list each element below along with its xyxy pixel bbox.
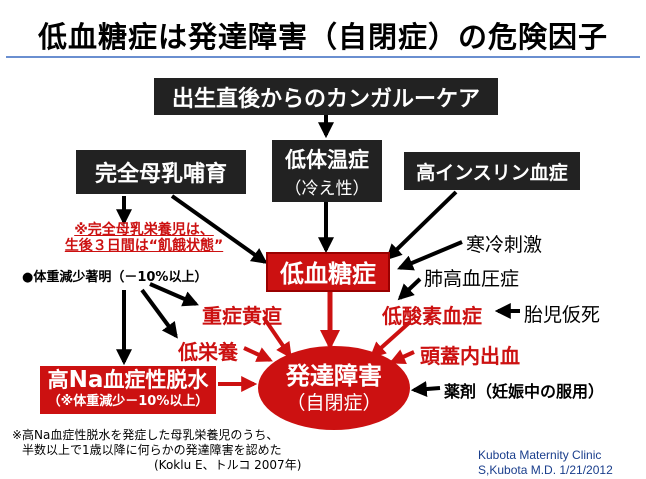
note-starvation: ※完全母乳栄養児は、 生後３日間は“飢餓状態” <box>56 222 232 254</box>
node-pulmonary-hypertension: 肺高血圧症 <box>424 268 520 290</box>
arrow-pulmonary-to-hypoxemia <box>397 277 422 301</box>
arrow-cold-to-hypoglycemia <box>397 240 463 271</box>
arrow-jaundice-to-disorder <box>262 316 292 359</box>
node-dehydration-pre: 高 <box>47 368 69 392</box>
node-malnutrition: 低栄養 <box>178 340 238 364</box>
node-hypothermia: 低体温症 （冷え性） <box>272 140 382 202</box>
arrow-breastfeeding-to-hypoglycemia <box>170 194 268 264</box>
node-drugs: 薬剤（妊娠中の服用） <box>444 382 605 401</box>
node-dehydration-post: 血症性脱水 <box>103 368 209 392</box>
arrow-note-to-malnutrition <box>140 288 178 339</box>
node-kangaroo-care: 出生直後からのカンガルーケア <box>154 78 498 115</box>
node-cold-stimulus: 寒冷刺激 <box>466 234 543 256</box>
arrow-hypoxemia-to-disorder <box>369 320 412 359</box>
footnote-line1: ※高Na血症性脱水を発症した母乳栄養児のうち、 <box>12 428 279 442</box>
note-starvation-line2: 生後３日間は“飢餓状態” <box>64 238 224 254</box>
arrow-note-to-jaundice <box>149 282 199 307</box>
node-hypoxemia: 低酸素血症 <box>382 304 482 328</box>
note-weight-loss: ●体重減少著明（－10%以上） <box>22 270 208 285</box>
node-dehydration-sub: （※体重減少－10%以上） <box>47 394 209 409</box>
node-fetal-asphyxia: 胎児仮死 <box>524 304 601 326</box>
page-title: 低血糖症は発達障害（自閉症）の危険因子 <box>37 20 608 54</box>
node-disorder-sub: （自閉症） <box>286 392 382 414</box>
arrow-drugs-to-disorder <box>410 381 441 397</box>
footnote: ※高Na血症性脱水を発症した母乳栄養児のうち、 半数以上で1歳以降に何らかの発達… <box>12 428 301 473</box>
node-hypothermia-sub: （冷え性） <box>284 178 370 199</box>
node-developmental-disorder: 発達障害 （自閉症） <box>258 346 410 430</box>
node-intracranial-hemorrhage: 頭蓋内出血 <box>420 344 520 368</box>
node-hypothermia-label: 低体温症 <box>285 147 369 172</box>
node-hypoglycemia: 低血糖症 <box>266 252 390 292</box>
node-hypernatremic-dehydration: 高Na血症性脱水 （※体重減少－10%以上） <box>40 366 216 414</box>
arrow-malnutrition-to-disorder <box>243 346 273 362</box>
credit-clinic: Kubota Maternity Clinic <box>478 448 602 462</box>
footnote-citation: (Koklu E、トルコ 2007年) <box>154 458 302 472</box>
arrow-hyperinsulinism-to-hypoglycemia <box>385 190 458 261</box>
credit-author-date: S,Kubota M.D. 1/21/2012 <box>478 463 613 477</box>
arrow-hemorrhage-to-disorder <box>389 349 415 364</box>
node-severe-jaundice: 重症黄疸 <box>202 304 282 328</box>
credit: Kubota Maternity Clinic S,Kubota M.D. 1/… <box>478 448 613 478</box>
node-breastfeeding: 完全母乳哺育 <box>76 150 246 194</box>
note-starvation-line1: ※完全母乳栄養児は、 <box>74 222 214 238</box>
node-hyperinsulinism: 高インスリン血症 <box>404 152 580 190</box>
title-underline <box>6 56 640 58</box>
node-disorder-label: 発達障害 <box>286 362 382 390</box>
footnote-line2: 半数以上で1歳以降に何らかの発達障害を認めた <box>22 443 282 457</box>
node-dehydration-label: 高Na血症性脱水 <box>40 368 216 393</box>
node-dehydration-na: Na <box>68 367 104 393</box>
